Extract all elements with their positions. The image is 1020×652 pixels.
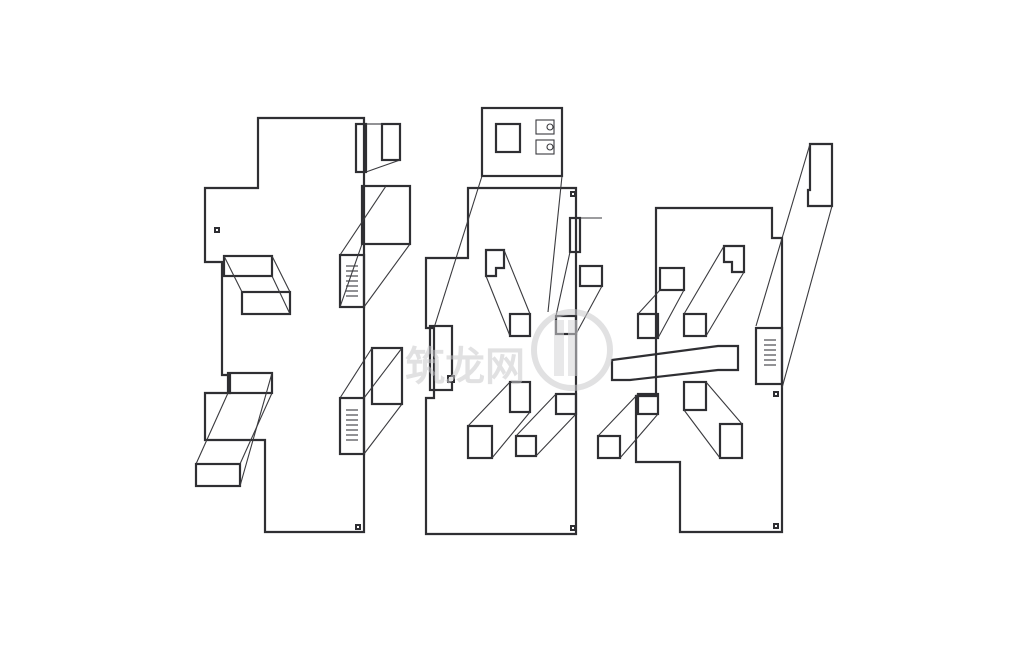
projected-volume [596, 434, 622, 460]
room-block [682, 312, 708, 338]
room-block [508, 380, 532, 414]
projected-volume [380, 122, 402, 162]
projected-volume [194, 462, 242, 488]
corridor-projection [610, 344, 740, 382]
room-block [682, 380, 708, 412]
watermark-pillar [568, 320, 578, 376]
right-plan-panel [596, 142, 834, 534]
column-marker [570, 525, 576, 531]
stair-treads [346, 265, 358, 297]
projected-volume [718, 422, 744, 460]
left-floor-outline [203, 116, 366, 534]
stair-core [428, 324, 454, 392]
projected-volume [370, 346, 404, 406]
room-block [554, 392, 578, 416]
fan-icon [546, 123, 554, 131]
column-marker [355, 524, 361, 530]
left-bay-upper [222, 254, 274, 278]
projected-volume [240, 290, 292, 316]
stair-lower [338, 396, 366, 456]
column-marker [214, 227, 220, 233]
column-marker [773, 523, 779, 529]
projected-volume [514, 434, 538, 458]
stair-treads [346, 409, 358, 441]
room-block [636, 312, 660, 340]
stair-right [754, 326, 784, 386]
equipment-unit [535, 139, 555, 155]
column-marker [773, 391, 779, 397]
watermark-logo: 筑龙网 [405, 309, 613, 391]
projected-volume [568, 216, 582, 254]
room-block [508, 312, 532, 338]
stair-upper [338, 253, 366, 309]
left-plan-panel [194, 116, 412, 534]
watermark-pillar [554, 320, 564, 376]
projected-volume [578, 264, 604, 288]
projected-volume [354, 122, 368, 174]
watermark-text: 筑龙网 [405, 344, 525, 390]
watermark-ring [531, 309, 613, 391]
equipment-unit [494, 122, 522, 154]
projected-volume [722, 244, 746, 274]
right-floor-outline [634, 206, 784, 534]
projected-volume [658, 266, 686, 292]
projected-volume [466, 424, 494, 460]
room-block [636, 392, 660, 416]
left-bay-lower [226, 371, 274, 395]
fan-icon [546, 143, 554, 151]
middle-floor-outline [424, 186, 578, 536]
door-marker [447, 375, 455, 383]
projected-volume [484, 248, 506, 278]
middle-plan-panel [424, 106, 604, 536]
column-marker [570, 191, 576, 197]
roof-equipment-box [480, 106, 564, 178]
stair-treads [764, 339, 776, 366]
projected-volume [360, 184, 412, 246]
projected-volume [806, 142, 834, 208]
equipment-unit [535, 119, 555, 135]
